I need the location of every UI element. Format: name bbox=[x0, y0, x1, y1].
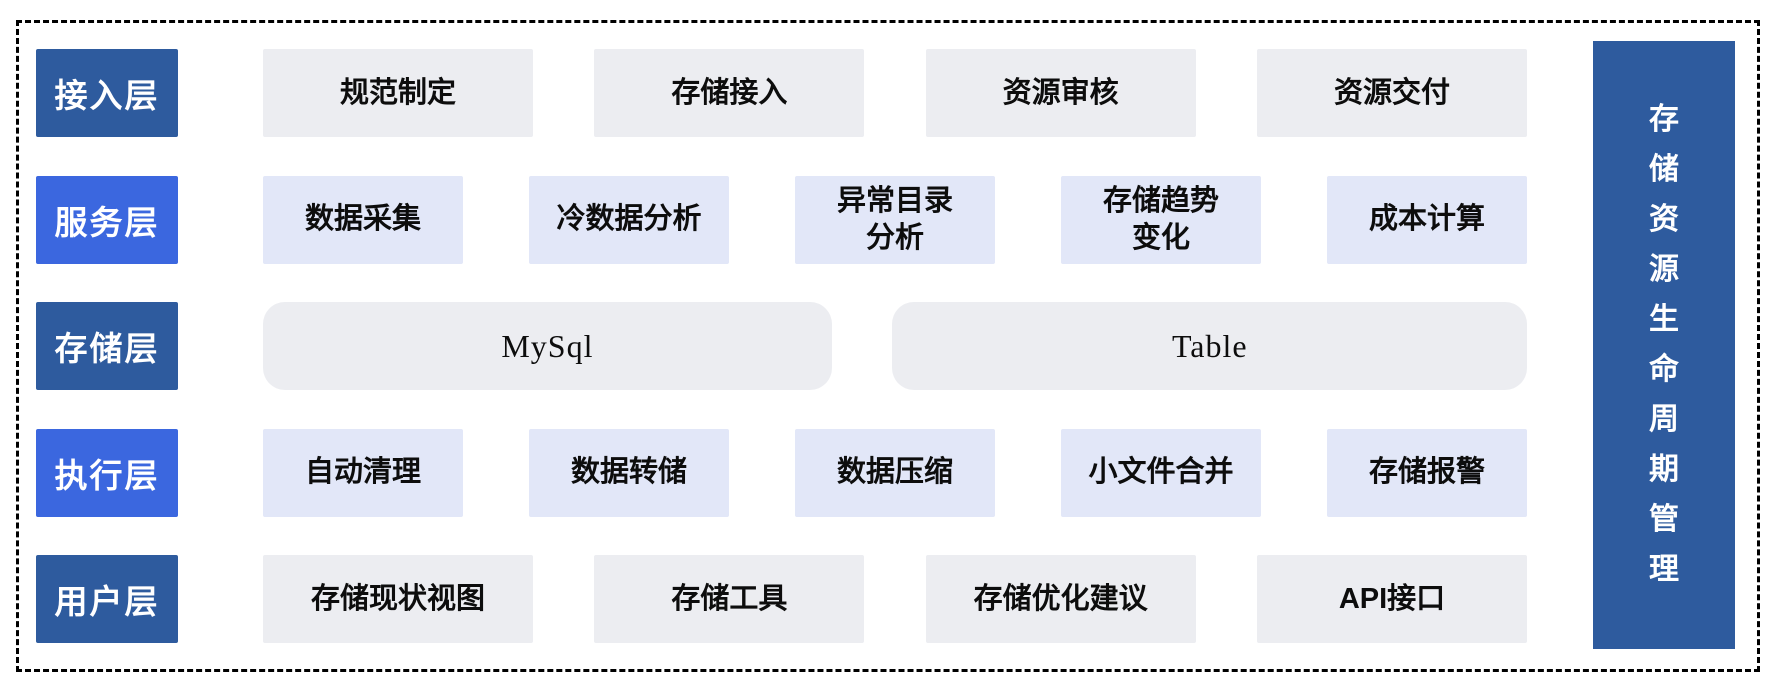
item-service-1: 冷数据分析 bbox=[529, 175, 729, 264]
item-service-0: 数据采集 bbox=[263, 175, 463, 264]
item-execute-3: 小文件合并 bbox=[1061, 428, 1261, 517]
item-execute-2: 数据压缩 bbox=[795, 428, 995, 517]
banner-char: 资 bbox=[1649, 203, 1679, 236]
layer-items-service: 数据采集冷数据分析异常目录 分析存储趋势 变化成本计算 bbox=[263, 175, 1527, 264]
item-service-3: 存储趋势 变化 bbox=[1061, 175, 1261, 264]
layer-row-service: 服务层数据采集冷数据分析异常目录 分析存储趋势 变化成本计算 bbox=[36, 175, 1527, 264]
banner-char: 管 bbox=[1649, 503, 1679, 536]
layer-label-access: 接入层 bbox=[36, 49, 178, 137]
banner-char: 存 bbox=[1649, 103, 1679, 136]
layer-items-storage: MySql Table bbox=[263, 302, 1527, 390]
item-user-1: 存储工具 bbox=[594, 555, 865, 643]
layer-row-storage: 存储层 MySql Table bbox=[36, 302, 1527, 390]
item-access-2: 资源审核 bbox=[925, 49, 1196, 137]
item-access-3: 资源交付 bbox=[1256, 49, 1527, 137]
layer-label-storage: 存储层 bbox=[36, 302, 178, 390]
item-user-3: API接口 bbox=[1256, 555, 1527, 643]
banner-char: 命 bbox=[1649, 353, 1679, 386]
banner-char: 储 bbox=[1649, 153, 1679, 186]
layer-items-access: 规范制定存储接入资源审核资源交付 bbox=[263, 49, 1527, 137]
banner-char: 周 bbox=[1649, 403, 1679, 436]
item-storage-1: Table bbox=[892, 302, 1527, 390]
layer-label-service: 服务层 bbox=[36, 175, 178, 264]
layer-row-execute: 执行层自动清理数据转储数据压缩小文件合并存储报警 bbox=[36, 428, 1527, 517]
item-execute-1: 数据转储 bbox=[529, 428, 729, 517]
item-execute-0: 自动清理 bbox=[263, 428, 463, 517]
item-user-0: 存储现状视图 bbox=[263, 555, 533, 643]
layer-items-user: 存储现状视图存储工具存储优化建议 API接口 bbox=[263, 555, 1527, 643]
layer-label-user: 用户层 bbox=[36, 555, 178, 643]
item-service-2: 异常目录 分析 bbox=[795, 175, 995, 264]
item-execute-4: 存储报警 bbox=[1327, 428, 1527, 517]
layer-items-execute: 自动清理数据转储数据压缩小文件合并存储报警 bbox=[263, 428, 1527, 517]
layer-row-user: 用户层存储现状视图存储工具存储优化建议 API接口 bbox=[36, 555, 1527, 643]
item-access-1: 存储接入 bbox=[594, 49, 865, 137]
lifecycle-banner: 存储资源生命周期管理 bbox=[1593, 41, 1735, 649]
diagram-frame: 接入层规范制定存储接入资源审核资源交付服务层数据采集冷数据分析异常目录 分析存储… bbox=[16, 20, 1760, 672]
banner-char: 源 bbox=[1649, 253, 1679, 286]
layer-row-access: 接入层规范制定存储接入资源审核资源交付 bbox=[36, 49, 1527, 137]
item-storage-0: MySql bbox=[263, 302, 832, 390]
item-user-2: 存储优化建议 bbox=[925, 555, 1196, 643]
banner-char: 生 bbox=[1649, 303, 1679, 336]
banner-char: 期 bbox=[1649, 453, 1679, 486]
layers-grid: 接入层规范制定存储接入资源审核资源交付服务层数据采集冷数据分析异常目录 分析存储… bbox=[36, 49, 1527, 643]
item-service-4: 成本计算 bbox=[1327, 175, 1527, 264]
banner-char: 理 bbox=[1649, 553, 1679, 586]
layer-label-execute: 执行层 bbox=[36, 428, 178, 517]
item-access-0: 规范制定 bbox=[263, 49, 533, 137]
